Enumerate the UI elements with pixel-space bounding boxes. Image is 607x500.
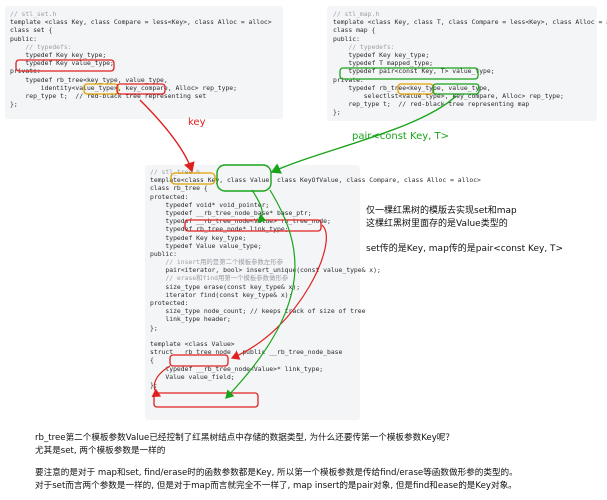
answer-line-1: 要注意的是对于 map和set, find/erase时的函数参数都是Key, …: [35, 468, 518, 478]
value-arrow-2: [225, 189, 296, 399]
tree-code-line: protected:: [150, 299, 189, 307]
question-line-1: rb_tree第二个模板参数Value已经控制了红黑树结点中存储的数据类型, 为…: [35, 433, 454, 443]
map-code-line: // typedefs:: [333, 42, 395, 51]
tree-code-line: template <class Value>: [150, 339, 235, 348]
set-key-type-box: [83, 83, 119, 95]
set-value-type-arg-box: [116, 83, 166, 95]
map-code-line: class map {: [333, 26, 376, 35]
set-code-line: };: [10, 100, 18, 109]
tree-code-line: iterator find(const key_type& x);: [150, 290, 293, 299]
pair-label: pair<const Key, T>: [352, 131, 449, 142]
note-line-1: 仅一棵红黑树的模版去实现set和map: [366, 206, 517, 216]
tree-code-line: };: [150, 323, 158, 332]
map-code-line: template <class Key, class T, class Comp…: [333, 18, 607, 27]
tree-rb-tree-node-box: [184, 219, 322, 232]
map-code-line: rep_type t; // red-black tree representi…: [333, 100, 530, 109]
map-pair-value-type-box: [339, 67, 479, 80]
set-code-line: // stl_set.h: [10, 10, 57, 18]
key-arrow: [139, 99, 195, 173]
value-field-arrow: [151, 365, 171, 398]
map-code-line: typedef pair<const Key, T> value_type;: [333, 67, 495, 76]
map-code-line: typedef rb_tree<key_type, value_type,: [333, 83, 491, 92]
set-code-line: typedef Key value_type;: [10, 59, 114, 68]
set-code-line: public:: [10, 34, 37, 43]
answer-line-2: 对于set而言两个参数是一样的, 但是对于map而言就完全不一样了, map i…: [35, 481, 517, 491]
node-arrow: [230, 224, 327, 360]
map-code-line: selectlst<value_type>, key_compare, Allo…: [333, 91, 564, 100]
tree-key-param-box: [170, 172, 216, 185]
tree-code-panel: [145, 165, 360, 420]
set-value-type-box: [15, 59, 115, 72]
set-code-line: // typedefs:: [10, 42, 72, 51]
set-code-line: template <class Key, class Compare = les…: [10, 18, 272, 27]
tree-code-line: protected:: [150, 192, 189, 201]
map-code-panel: [327, 6, 597, 121]
map-code-line: };: [333, 108, 341, 117]
tree-code-line: {: [150, 356, 154, 365]
note-line-3: set传的是Key, map传的是pair<const Key, T>: [366, 244, 564, 254]
set-code-line: typedef rb_tree<key_type, value_type,: [10, 75, 168, 84]
set-code-line: identity<value_type>, key_compare, Alloc…: [10, 83, 238, 92]
tree-code-line: class rb_tree {: [150, 184, 208, 193]
tree-code-line: typedef Key key_type;: [150, 233, 247, 242]
tree-code-line: // erase和find用第一个模板参数做形参: [150, 274, 289, 283]
set-code-line: class set {: [10, 26, 53, 35]
tree-value-template-box: [169, 354, 229, 367]
set-code-panel: [5, 6, 283, 119]
tree-code-line: pair<iterator, bool> insert_unique(const…: [150, 266, 381, 275]
tree-code-line: typedef Value value_type;: [150, 241, 262, 250]
tree-code-line: size_type node_count; // keeps track of …: [150, 307, 366, 316]
map-code-line: typedef T mapped_type;: [333, 59, 434, 68]
pair-arrow: [270, 95, 457, 174]
map-code-line: typedef Key key_type;: [333, 50, 430, 59]
tree-code-line: // insert用的是第二个模板参数左形参: [150, 258, 284, 267]
map-value-type-arg-box: [432, 83, 480, 95]
question-line-2: 尤其是set, 两个模板参数是一样的: [35, 446, 166, 456]
tree-value-param-box: [216, 164, 272, 192]
key-label: key: [188, 117, 206, 128]
tree-code-line: typedef __rb_tree_node_base* base_ptr;: [150, 208, 312, 217]
note-line-2: 这棵红黑树里面存的是Value类型的: [366, 219, 508, 229]
tree-code-line: typedef rb_tree_node* link_type;: [150, 225, 289, 234]
tree-code-line: link_type header;: [150, 315, 231, 324]
map-key-type-box: [397, 83, 434, 95]
tree-value-field-box: [153, 392, 259, 408]
map-code-line: // stl_map.h: [333, 10, 380, 18]
tree-code-line: public:: [150, 249, 177, 258]
map-code-line: public:: [333, 34, 360, 43]
set-code-line: rep_type t; // red-black tree representi…: [10, 91, 207, 100]
tree-code-line: typedef __rb_tree_node<Value> rb_tree_no…: [150, 217, 331, 226]
tree-code-line: Value value_field;: [150, 372, 235, 381]
tree-code-line: // stl_tree.h: [150, 168, 201, 176]
tree-code-line: typedef __rb_tree_node<Value>* link_type…: [150, 364, 324, 373]
value-arrow-1: [251, 189, 267, 223]
set-code-line: typedef Key key_type;: [10, 50, 107, 59]
tree-code-line: size_type erase(const key_type& x);: [150, 282, 301, 291]
tree-code-line: typedef void* void_pointer;: [150, 200, 270, 209]
